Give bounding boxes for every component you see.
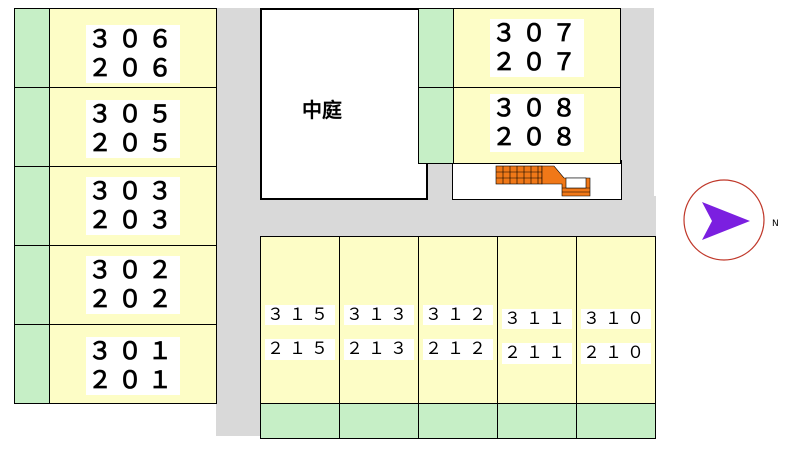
room-number-lower: ２１２ — [423, 339, 493, 360]
room-number-lower: ２１５ — [265, 339, 335, 360]
courtyard: 中庭 — [260, 8, 428, 200]
room-number-upper: ３１１ — [502, 309, 572, 330]
room-number-lower: ２０５ — [86, 128, 180, 158]
room-number-upper: ３０５ — [86, 100, 180, 129]
compass-icon: N — [683, 179, 779, 261]
room-number-lower: ２０６ — [86, 53, 180, 83]
room-number-lower: ２０８ — [490, 122, 584, 152]
compass-north-label: N — [772, 219, 779, 229]
room-number-lower: ２１３ — [344, 339, 414, 360]
unit-312: ３１２ ２１２ — [418, 236, 498, 404]
room-number-upper: ３１３ — [344, 305, 414, 326]
room-number-lower: ２１１ — [502, 343, 572, 364]
balcony-west-2 — [14, 87, 50, 167]
room-number-upper: ３０２ — [86, 256, 180, 285]
corridor-south — [216, 396, 262, 436]
balcony-west-3 — [14, 166, 50, 246]
room-number-lower: ２０２ — [86, 284, 180, 314]
room-number-upper: ３０８ — [490, 94, 584, 123]
balcony-west-1 — [14, 8, 50, 88]
balcony-ne-2 — [418, 87, 454, 164]
room-number-upper: ３１５ — [265, 305, 335, 326]
unit-310: ３１０ ２１０ — [576, 236, 656, 404]
balcony-west-4 — [14, 245, 50, 325]
balcony-ne-1 — [418, 8, 454, 88]
balcony-south-1 — [260, 403, 340, 439]
unit-313: ３１３ ２１３ — [339, 236, 419, 404]
room-number-lower: ２０７ — [490, 47, 584, 77]
room-number-upper: ３０１ — [86, 337, 180, 366]
room-number-lower: ２０３ — [86, 205, 180, 235]
room-number-upper: ３１０ — [581, 309, 651, 330]
room-number-upper: ３１２ — [423, 305, 493, 326]
balcony-west-5 — [14, 324, 50, 404]
balcony-south-5 — [576, 403, 656, 439]
room-number-lower: ２１０ — [581, 343, 651, 364]
corridor-east — [620, 8, 654, 208]
unit-315: ３１５ ２１５ — [260, 236, 340, 404]
room-number-upper: ３０７ — [490, 19, 584, 48]
staircase-icon — [495, 165, 591, 197]
room-number-lower: ２０１ — [86, 365, 180, 395]
balcony-south-4 — [497, 403, 577, 439]
room-number-upper: ３０３ — [86, 177, 180, 206]
balcony-south-2 — [339, 403, 419, 439]
corridor-middle — [216, 196, 656, 238]
courtyard-label: 中庭 — [302, 98, 342, 122]
balcony-south-3 — [418, 403, 498, 439]
room-number-upper: ３０６ — [86, 25, 180, 54]
unit-311: ３１１ ２１１ — [497, 236, 577, 404]
